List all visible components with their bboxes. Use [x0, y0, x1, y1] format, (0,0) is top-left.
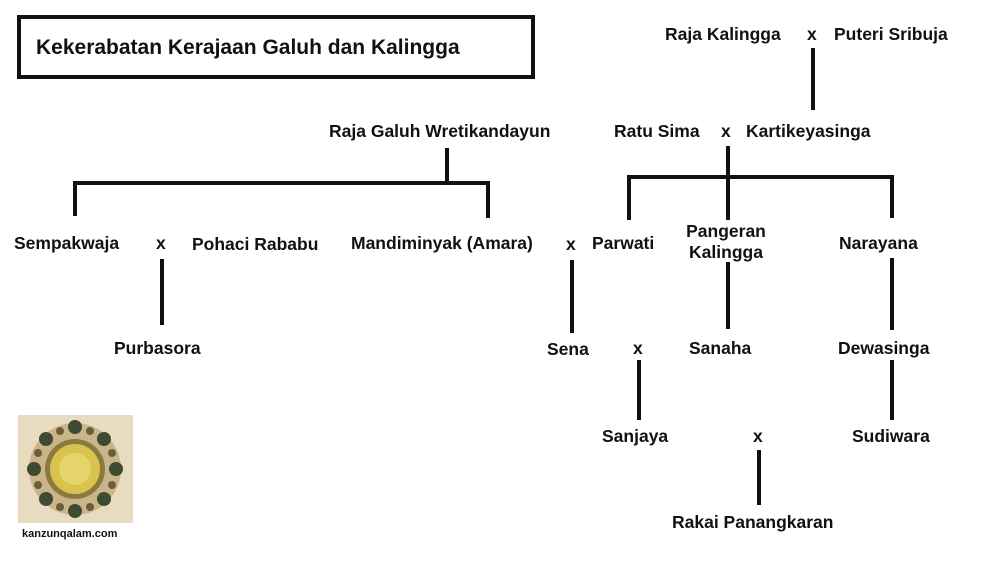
person-sanjaya: Sanjaya	[602, 426, 669, 446]
marriage-marker: x	[721, 121, 731, 141]
marriage-marker: x	[753, 426, 763, 446]
person-sudiwara: Sudiwara	[852, 426, 930, 446]
marriage-marker: x	[807, 24, 817, 44]
person-narayana: Narayana	[839, 233, 918, 253]
person-sena: Sena	[547, 339, 589, 359]
person-purbasora: Purbasora	[114, 338, 201, 358]
person-raja-galuh: Raja Galuh Wretikandayun	[329, 121, 551, 141]
person-pangeran-kalingga: Pangeran Kalingga	[686, 221, 766, 263]
person-pohaci-rababu: Pohaci Rababu	[192, 234, 319, 254]
person-puteri-sribuja: Puteri Sribuja	[834, 24, 948, 44]
person-kartikeyasinga: Kartikeyasinga	[746, 121, 871, 141]
watermark-text: kanzunqalam.com	[22, 528, 118, 540]
marriage-marker: x	[633, 338, 643, 358]
person-parwati: Parwati	[592, 233, 655, 253]
diagram-title: Kekerabatan Kerajaan Galuh dan Kalingga	[36, 36, 460, 59]
person-raja-kalingga: Raja Kalingga	[665, 24, 781, 44]
marriage-marker: x	[566, 234, 576, 254]
marriage-marker: x	[156, 233, 166, 253]
person-sempakwaja: Sempakwaja	[14, 233, 120, 253]
ornamental-medallion-icon	[18, 415, 133, 523]
person-mandiminyak: Mandiminyak (Amara)	[351, 233, 533, 253]
person-ratu-sima: Ratu Sima	[614, 121, 700, 141]
person-pangeran-kalingga-line1: Pangeran	[686, 221, 766, 241]
person-pangeran-kalingga-line2: Kalingga	[689, 242, 763, 262]
person-sanaha: Sanaha	[689, 338, 752, 358]
person-rakai-panangkaran: Rakai Panangkaran	[672, 512, 834, 532]
title-box	[17, 15, 535, 79]
person-dewasinga: Dewasinga	[838, 338, 930, 358]
